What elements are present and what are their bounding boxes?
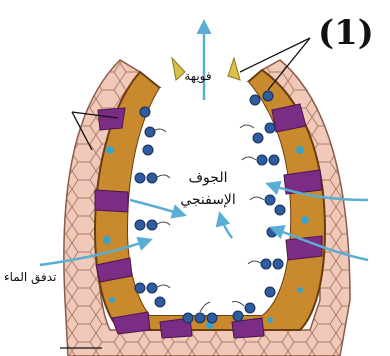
osculum-label: فويهة	[184, 69, 211, 84]
spongocoel-label-line-1: الجوف	[189, 170, 228, 186]
figure-number: (1)	[318, 13, 374, 53]
spongocoel-label-line-2: الإسفنجي	[180, 192, 236, 208]
water-flow-label: تدفق الماء	[4, 270, 56, 285]
